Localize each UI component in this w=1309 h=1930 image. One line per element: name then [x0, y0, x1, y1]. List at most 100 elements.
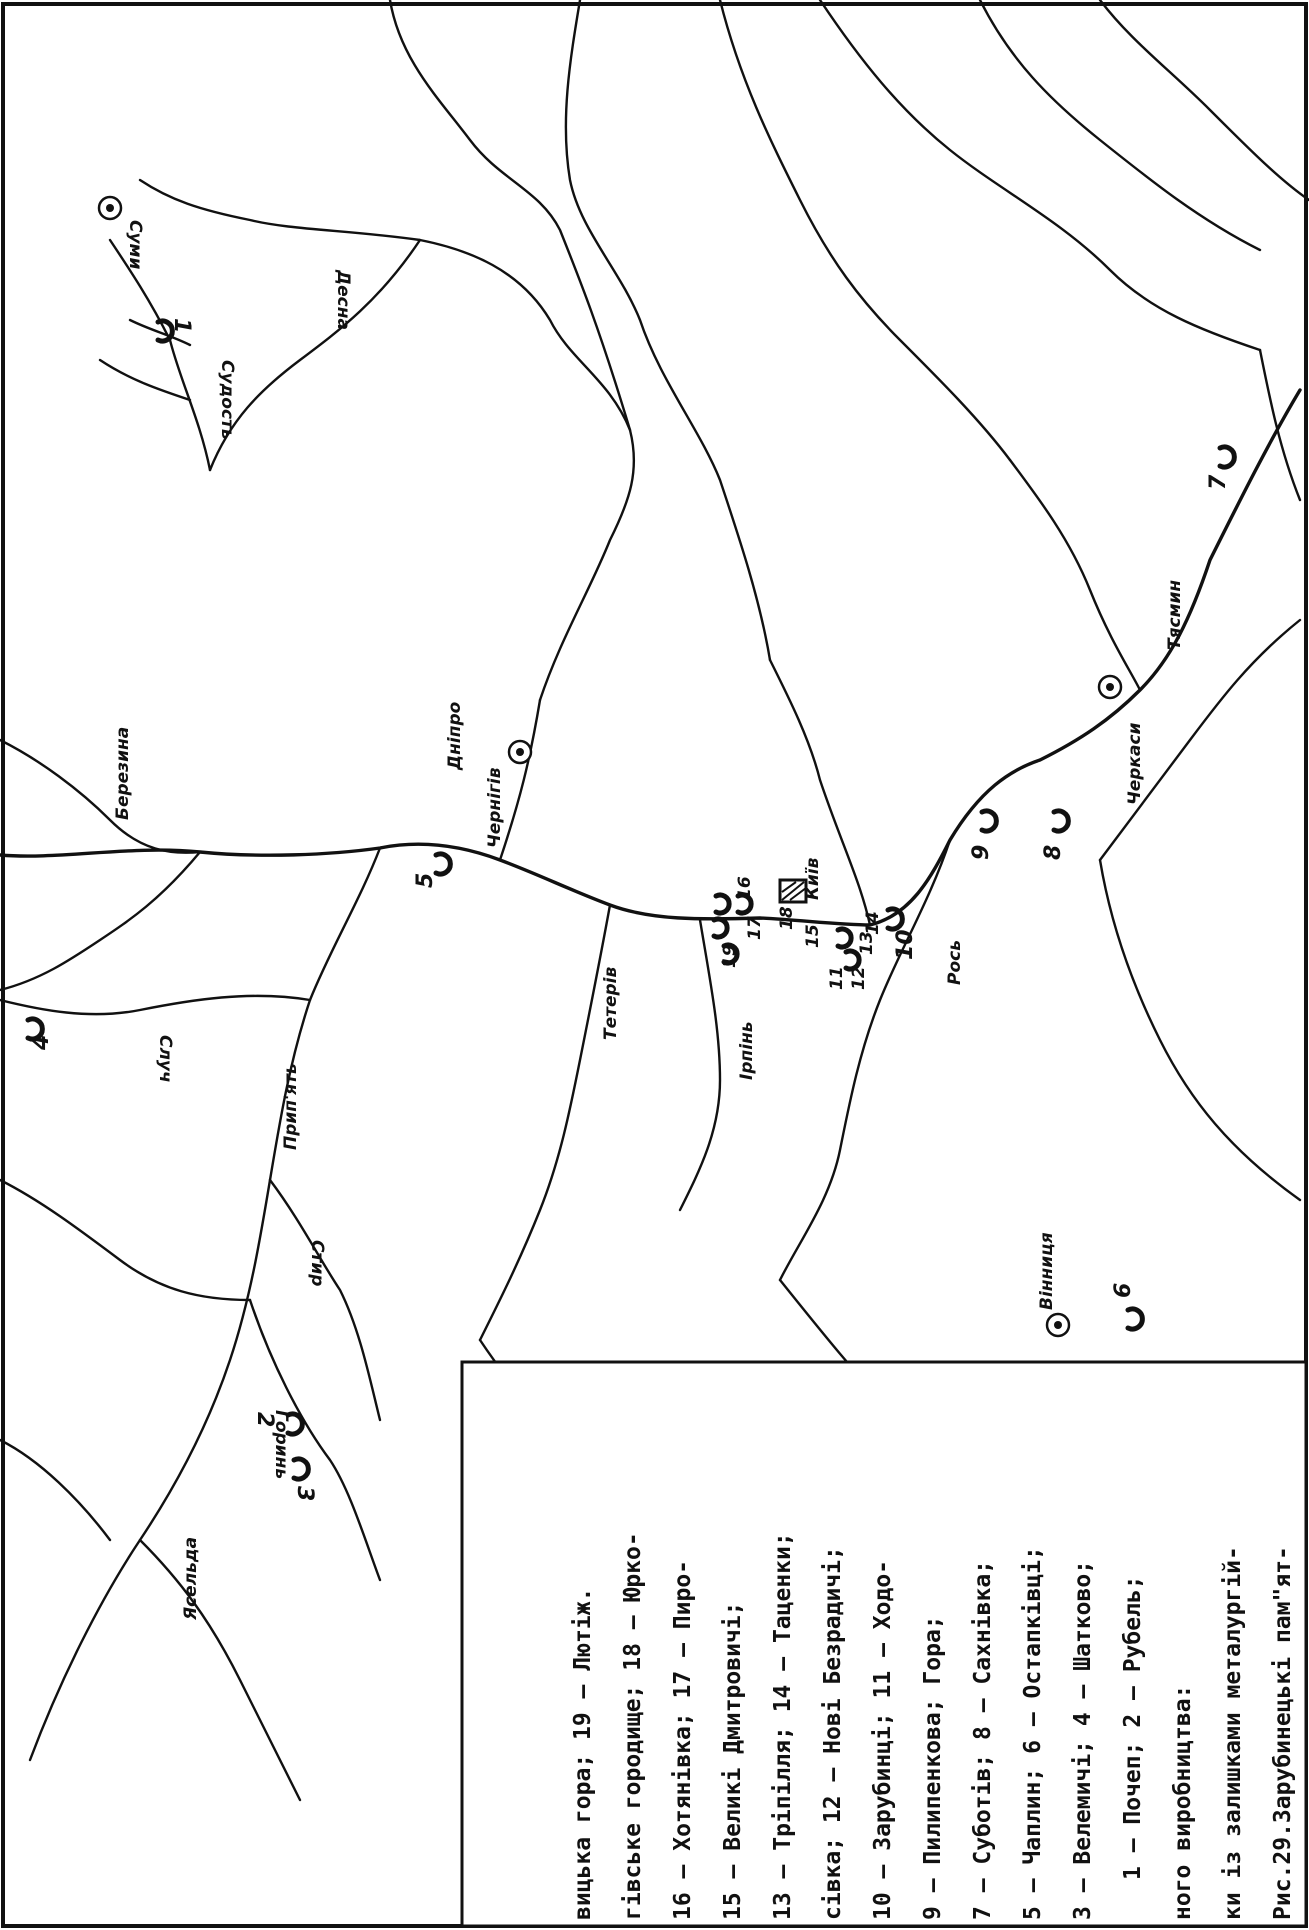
legend: Рис.29.Зарубинецькі пам"ят- ки із залишк…	[460, 1360, 1308, 1928]
label-chernihiv: Чернігів	[485, 767, 505, 848]
river-desna-lower	[498, 698, 542, 862]
svg-text:5: 5	[413, 873, 438, 888]
legend-line-12: 15 – Великі Дмитровичі;	[720, 1602, 746, 1921]
svg-text:6: 6	[1111, 1283, 1136, 1298]
river-irpin-line	[678, 918, 722, 1212]
legend-line-13: 16 – Хотянівка; 17 – Пиро-	[670, 1560, 696, 1920]
label-ros: Рось	[945, 940, 965, 985]
river-berezyna-2	[0, 850, 202, 992]
label-vinnytsia: Вінниця	[1037, 1232, 1057, 1310]
legend-line-10: сівка; 12 – Нові Безрадичі;	[820, 1546, 846, 1920]
river-sumy-a	[108, 238, 212, 472]
label-tiasmyn: Тясмин	[1165, 580, 1185, 650]
site-7: 7	[1206, 444, 1237, 490]
legend-line-11: 13 – Тріпілля; 14 – Таценки;	[770, 1532, 796, 1920]
river-east-2	[1008, 458, 1142, 692]
city-sumy: Суми	[97, 195, 145, 269]
label-kyiv: Київ	[803, 857, 823, 900]
site-8: 8	[1041, 808, 1071, 860]
river-teteriv-line	[478, 903, 612, 1342]
site-12-label: 12	[849, 966, 869, 990]
site-14-label: 14	[863, 911, 883, 935]
river-north-4	[818, 0, 1262, 352]
site-13-label: 13	[857, 931, 877, 955]
legend-box	[460, 1360, 1308, 1928]
legend-line-2: ки із залишками металургій-	[1220, 1546, 1246, 1920]
label-horyn: Горинь	[271, 1410, 291, 1479]
site-9: 9	[969, 808, 999, 860]
label-irpin: Ірпінь	[737, 1021, 757, 1080]
legend-line-6: 5 – Чаплин; 6 – Остапківці;	[1020, 1546, 1046, 1920]
river-yaselda-line	[138, 1538, 302, 1802]
site-15-label: 15	[803, 924, 823, 948]
site-19-label: 19	[720, 944, 740, 968]
river-east-3	[1258, 348, 1302, 502]
legend-line-5: 3 – Велемичі; 4 – Шатково;	[1070, 1560, 1096, 1920]
kyiv-hatched-area	[778, 878, 808, 904]
site-17-label: 17	[745, 916, 765, 940]
river-north-6	[1098, 0, 1309, 202]
site-1: 1	[155, 318, 194, 344]
river-east-1	[768, 658, 872, 927]
river-desna-line	[138, 178, 636, 702]
river-south-1	[1098, 858, 1302, 1202]
legend-line-9: 10 – Зарубинці; 11 – Ходо-	[870, 1560, 896, 1920]
city-kyiv: Київ	[778, 857, 823, 904]
river-sumy-c	[98, 358, 192, 402]
river-sw-2	[0, 1438, 112, 1542]
river-sluch-line	[0, 994, 312, 1016]
legend-line-4: 1 – Почеп; 2 – Рубель;	[1120, 1575, 1146, 1880]
city-cherkasy: Черкаси	[1097, 674, 1145, 805]
river-sw-1	[0, 1178, 252, 1302]
city-vinnytsia: Вінниця	[1037, 1232, 1071, 1338]
river-tiasmyn-line	[1098, 618, 1302, 862]
label-cherkasy: Черкаси	[1125, 722, 1145, 805]
river-dnipro-line	[0, 388, 1302, 927]
river-north-1	[388, 0, 632, 432]
river-horyn-line	[248, 1298, 382, 1582]
site-5: 5	[413, 851, 453, 888]
svg-text:10: 10	[893, 929, 918, 960]
legend-line-3: ного виробництва:	[1170, 1685, 1196, 1920]
svg-text:7: 7	[1206, 474, 1231, 490]
svg-text:4: 4	[29, 1035, 54, 1051]
label-sudost: Судость	[217, 360, 237, 440]
site-18-label: 18	[777, 906, 797, 930]
svg-text:9: 9	[969, 845, 994, 860]
label-sumy: Суми	[125, 220, 145, 269]
river-prypiat-line	[28, 846, 382, 1762]
label-prypiat: Прип'ять	[281, 1063, 301, 1150]
svg-text:2: 2	[252, 1412, 277, 1427]
label-berezyna: Березина	[113, 727, 133, 820]
legend-line-15: вицька гора; 19 – Лютіж.	[570, 1588, 596, 1920]
svg-text:3: 3	[292, 1486, 317, 1501]
site-4: 4	[25, 1016, 54, 1051]
site-10: 10	[885, 906, 918, 960]
site-2: 2	[252, 1411, 305, 1437]
site-3: 3	[291, 1456, 317, 1501]
label-styr: Стир	[307, 1240, 327, 1286]
label-teteriv: Тетерів	[601, 966, 621, 1040]
site-cluster-kyiv: 11 12 13 14 15 16 17 18 19	[711, 876, 883, 990]
site-16-label: 16	[735, 876, 755, 900]
river-styr-line	[268, 1178, 382, 1422]
legend-line-1: Рис.29.Зарубинецькі пам"ят-	[1270, 1546, 1296, 1920]
legend-line-14: гівське городище; 18 – Юрко-	[620, 1532, 646, 1920]
legend-line-8: 9 – Пилипенкова; Гора;	[920, 1615, 946, 1920]
river-north-5	[978, 0, 1262, 252]
city-chernihiv: Чернігів	[485, 739, 533, 848]
svg-text:1: 1	[169, 318, 194, 333]
label-sluch: Случ	[155, 1035, 175, 1083]
svg-text:8: 8	[1041, 845, 1066, 860]
label-desna: Десна	[333, 269, 353, 330]
site-11-label: 11	[827, 966, 847, 990]
river-north-3	[718, 0, 1012, 462]
label-dnipro: Дніпро	[445, 701, 465, 771]
river-sumy-b	[128, 318, 192, 347]
river-north-2	[564, 0, 772, 662]
legend-line-7: 7 – Суботів; 8 – Сахнівка;	[970, 1560, 996, 1920]
river-sudost-line	[208, 238, 422, 472]
river-ros-line	[778, 838, 952, 1282]
site-6: 6	[1111, 1283, 1145, 1332]
